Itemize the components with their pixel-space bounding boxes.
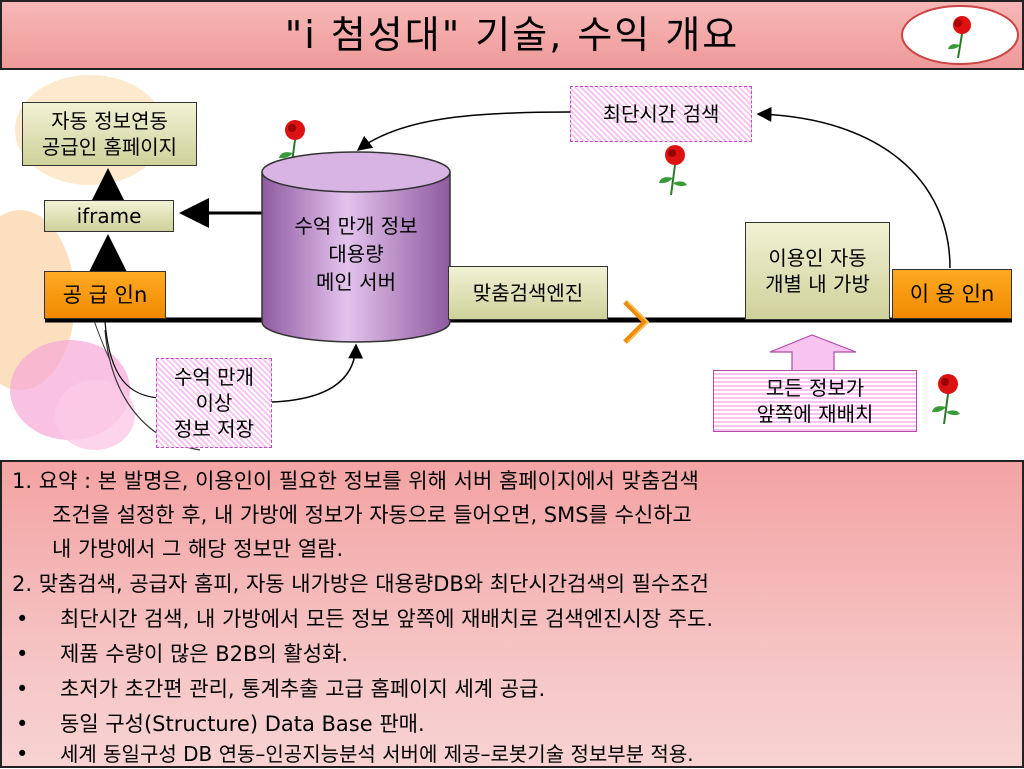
diagram-connectors: [45, 106, 1012, 403]
summary-item-1-line-2: 조건을 설정한 후, 내 가방에 정보가 자동으로 들어오면, SMS를 수신하…: [52, 503, 692, 527]
user-auto-bag-box: 이용인 자동 개별 내 가방: [745, 222, 890, 320]
bullet-symbol: •: [16, 742, 29, 766]
info-storage-box: 수억 만개 이상 정보 저장: [156, 358, 272, 448]
custom-search-engine-box: 맞춤검색엔진: [448, 266, 608, 320]
iframe-box: iframe: [44, 200, 174, 232]
supplier-box: 공 급 인n: [44, 271, 166, 319]
auto-supplier-homepage-box: 자동 정보연동 공급인 홈페이지: [22, 102, 197, 166]
reorder-info-box: 모든 정보가 앞쪽에 재배치: [713, 370, 917, 432]
shortest-search-box: 최단시간 검색: [570, 86, 752, 142]
main-server-cylinder: [261, 151, 451, 343]
summary-item-1-line-3: 내 가방에서 그 해당 정보만 열람.: [52, 537, 344, 561]
rose-icon: [659, 145, 687, 196]
summary-bullet-3: 초저가 초간편 관리, 통계추출 고급 홈페이지 세계 공급.: [60, 677, 546, 701]
rose-icon: [932, 374, 960, 425]
summary-bullet-5: 세계 동일구성 DB 연동–인공지능분석 서버에 제공–로봇기술 정보부분 적용…: [60, 742, 694, 766]
bullet-symbol: •: [16, 712, 29, 736]
summary-bullet-4: 동일 구성(Structure) Data Base 판매.: [60, 712, 425, 736]
bullet-symbol: •: [16, 607, 29, 631]
user-box: 이 용 인n: [892, 269, 1012, 319]
title-bar: [0, 0, 1024, 70]
summary-panel: 1. 요약 : 본 발명은, 이용인이 필요한 정보를 위해 서버 홈페이지에서…: [0, 460, 1024, 768]
summary-item-2: 2. 맞춤검색, 공급자 홈피, 자동 내가방은 대용량DB와 최단시간검색의 …: [12, 572, 709, 596]
bullet-symbol: •: [16, 677, 29, 701]
main-server-label: 수억 만개 정보 대용량 메인 서버: [294, 214, 418, 294]
summary-bullet-1: 최단시간 검색, 내 가방에서 모든 정보 앞쪽에 재배치로 검색엔진시장 주도…: [60, 607, 714, 631]
page-title: "i 첨성대" 기술, 수익 개요: [284, 13, 740, 57]
summary-item-1-line-1: 1. 요약 : 본 발명은, 이용인이 필요한 정보를 위해 서버 홈페이지에서…: [12, 469, 699, 493]
bullet-symbol: •: [16, 642, 29, 666]
summary-bullet-2: 제품 수량이 많은 B2B의 활성화.: [60, 642, 349, 666]
rose-logo-icon: [901, 5, 1019, 65]
